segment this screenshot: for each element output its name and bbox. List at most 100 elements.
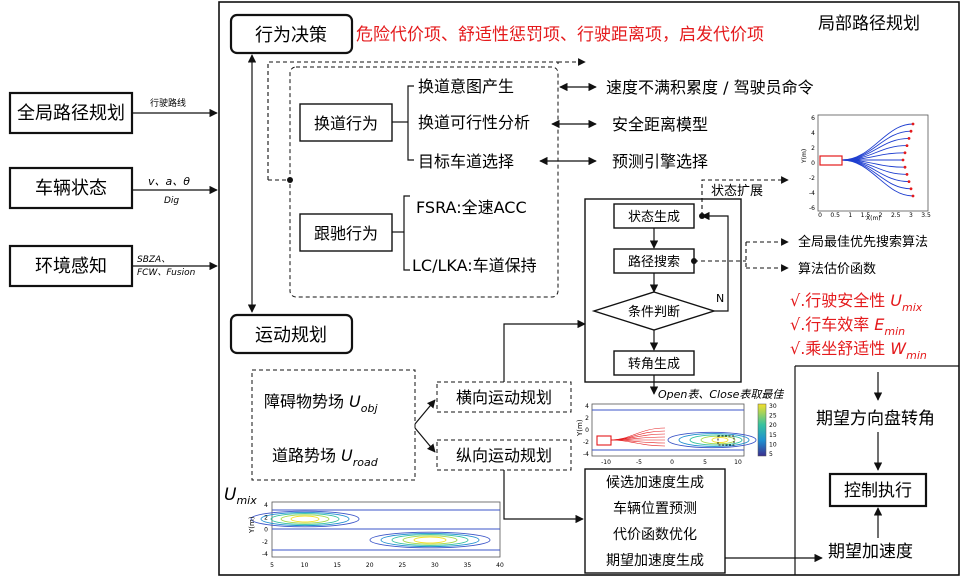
cbar-tick-4: 10 bbox=[769, 441, 777, 448]
longitudinal-steps-box bbox=[584, 468, 726, 574]
bot-xtick-1: 10 bbox=[301, 562, 309, 569]
state-expand-dash bbox=[701, 176, 789, 216]
trajectory-xlabel: X(m) bbox=[866, 215, 881, 222]
algo-label: 全局最佳优先搜索算法 bbox=[798, 234, 928, 250]
lane-change-result-1: 速度不满积累度 / 驾驶员命令 bbox=[606, 78, 814, 97]
bot-xtick-4: 25 bbox=[398, 562, 406, 569]
motion-title: 运动规划 bbox=[255, 325, 327, 346]
trajectory-ytick-0: 6 bbox=[811, 115, 815, 122]
arrow-longitudinal-to-steps bbox=[503, 470, 584, 524]
trajectory-fan bbox=[841, 122, 915, 198]
arrow-env-perception-label: SBZA、 bbox=[137, 255, 170, 265]
trajectory-ytick-6: -6 bbox=[809, 205, 815, 212]
criteria-2-sym: E bbox=[874, 315, 885, 334]
mid-ytick-3: -2 bbox=[583, 439, 589, 446]
trajectory-xtick-7: 3.5 bbox=[921, 212, 931, 219]
potential-obj-label: 障碍物势场 bbox=[264, 392, 344, 411]
trajectory-endpoint-9 bbox=[909, 187, 913, 191]
arrow-cond-loop bbox=[701, 211, 729, 312]
lane-change-item-3: 目标车道选择 bbox=[418, 152, 514, 171]
long-step-4: 期望加速度生成 bbox=[606, 553, 704, 569]
trajectory-ytick-3: 0 bbox=[811, 160, 815, 167]
bot-contour-b-2 bbox=[391, 534, 469, 546]
long-step-3: 代价函数优化 bbox=[613, 527, 697, 543]
trajectory-endpoint-0 bbox=[911, 122, 915, 126]
bot-contour-b-3 bbox=[380, 532, 480, 548]
bot-ytick-0: 4 bbox=[264, 502, 268, 509]
bot-ytick-1: 2 bbox=[264, 514, 268, 521]
input-global-path-label: 全局路径规划 bbox=[17, 103, 125, 124]
potential-road-sub: road bbox=[353, 456, 379, 469]
steer-gen-label: 转角生成 bbox=[628, 357, 680, 372]
input-global-path bbox=[8, 91, 134, 135]
condition-no-label: N bbox=[716, 292, 724, 305]
bot-contour-b-0 bbox=[413, 536, 447, 544]
potential-mid-ego bbox=[596, 435, 612, 446]
bot-xtick-2: 15 bbox=[333, 562, 341, 569]
cbar-tick-3: 15 bbox=[769, 432, 777, 439]
bot-contour-a-1 bbox=[280, 514, 330, 524]
lane-change-label: 换道行为 bbox=[314, 114, 378, 133]
trajectory-endpoint-8 bbox=[907, 180, 911, 184]
bot-contour-a-4 bbox=[250, 510, 360, 528]
mid-contour-3 bbox=[678, 433, 750, 447]
arrow-env-perception-label2: FCW、Fusion bbox=[137, 268, 196, 278]
lane-change-item-2: 换道可行性分析 bbox=[418, 113, 530, 132]
lane-change-bracket bbox=[407, 85, 414, 161]
mid-ytick-0: 4 bbox=[585, 403, 589, 410]
trajectory-ego-box bbox=[819, 155, 843, 166]
main-frame bbox=[218, 1, 960, 576]
bot-ytick-2: 0 bbox=[264, 527, 268, 534]
input-env-perception-label: 环境感知 bbox=[35, 256, 107, 277]
trajectory-endpoint-10 bbox=[911, 194, 915, 198]
cbar-tick-5: 5 bbox=[769, 451, 773, 458]
criteria-1-sub: mix bbox=[902, 301, 923, 314]
motion-box bbox=[229, 313, 354, 355]
trajectory-ytick-1: 4 bbox=[811, 130, 815, 137]
lane-change-result-3: 预测引擎选择 bbox=[612, 152, 708, 171]
mid-xtick-1: -5 bbox=[636, 459, 642, 466]
criteria-2-check: √. bbox=[790, 315, 805, 334]
mid-xtick-4: 10 bbox=[734, 459, 742, 466]
long-step-2: 车辆位置预测 bbox=[613, 500, 697, 517]
trajectory-xtick-6: 3 bbox=[909, 212, 913, 219]
trajectory-xtick-2: 1 bbox=[848, 212, 852, 219]
trajectory-ytick-2: 2 bbox=[811, 145, 815, 152]
umix-label: Umix bbox=[224, 485, 257, 507]
arrow-to-longitudinal bbox=[414, 427, 436, 453]
state-expand-label: 状态扩展 bbox=[711, 184, 763, 199]
bot-contour-a-3 bbox=[260, 511, 350, 527]
mid-contour-2 bbox=[689, 434, 743, 446]
trajectory-ylabel: Y(m) bbox=[801, 149, 808, 164]
cost-fn-label: 算法估价函数 bbox=[798, 262, 876, 277]
criteria-2-sub: min bbox=[884, 325, 905, 338]
follow-bracket bbox=[403, 195, 410, 271]
frame-title: 局部路径规划 bbox=[818, 14, 920, 34]
criteria-3-check: √. bbox=[790, 339, 805, 358]
bot-xtick-3: 20 bbox=[366, 562, 374, 569]
cbar-tick-1: 25 bbox=[769, 413, 777, 420]
state-gen-box bbox=[613, 203, 695, 229]
trajectory-ytick-5: -4 bbox=[809, 190, 815, 197]
potential-obj-sub: obj bbox=[361, 402, 379, 415]
umix-yticks: 420-2-4 bbox=[262, 502, 268, 558]
potential-mid-colorbar bbox=[757, 403, 767, 457]
mid-contour-0 bbox=[711, 437, 729, 443]
trajectory-endpoint-7 bbox=[905, 173, 909, 176]
bot-contour-b-4 bbox=[369, 531, 491, 549]
output-steer: 期望方向盘转角 bbox=[816, 409, 935, 429]
trajectory-xtick-0: 0 bbox=[818, 212, 822, 219]
